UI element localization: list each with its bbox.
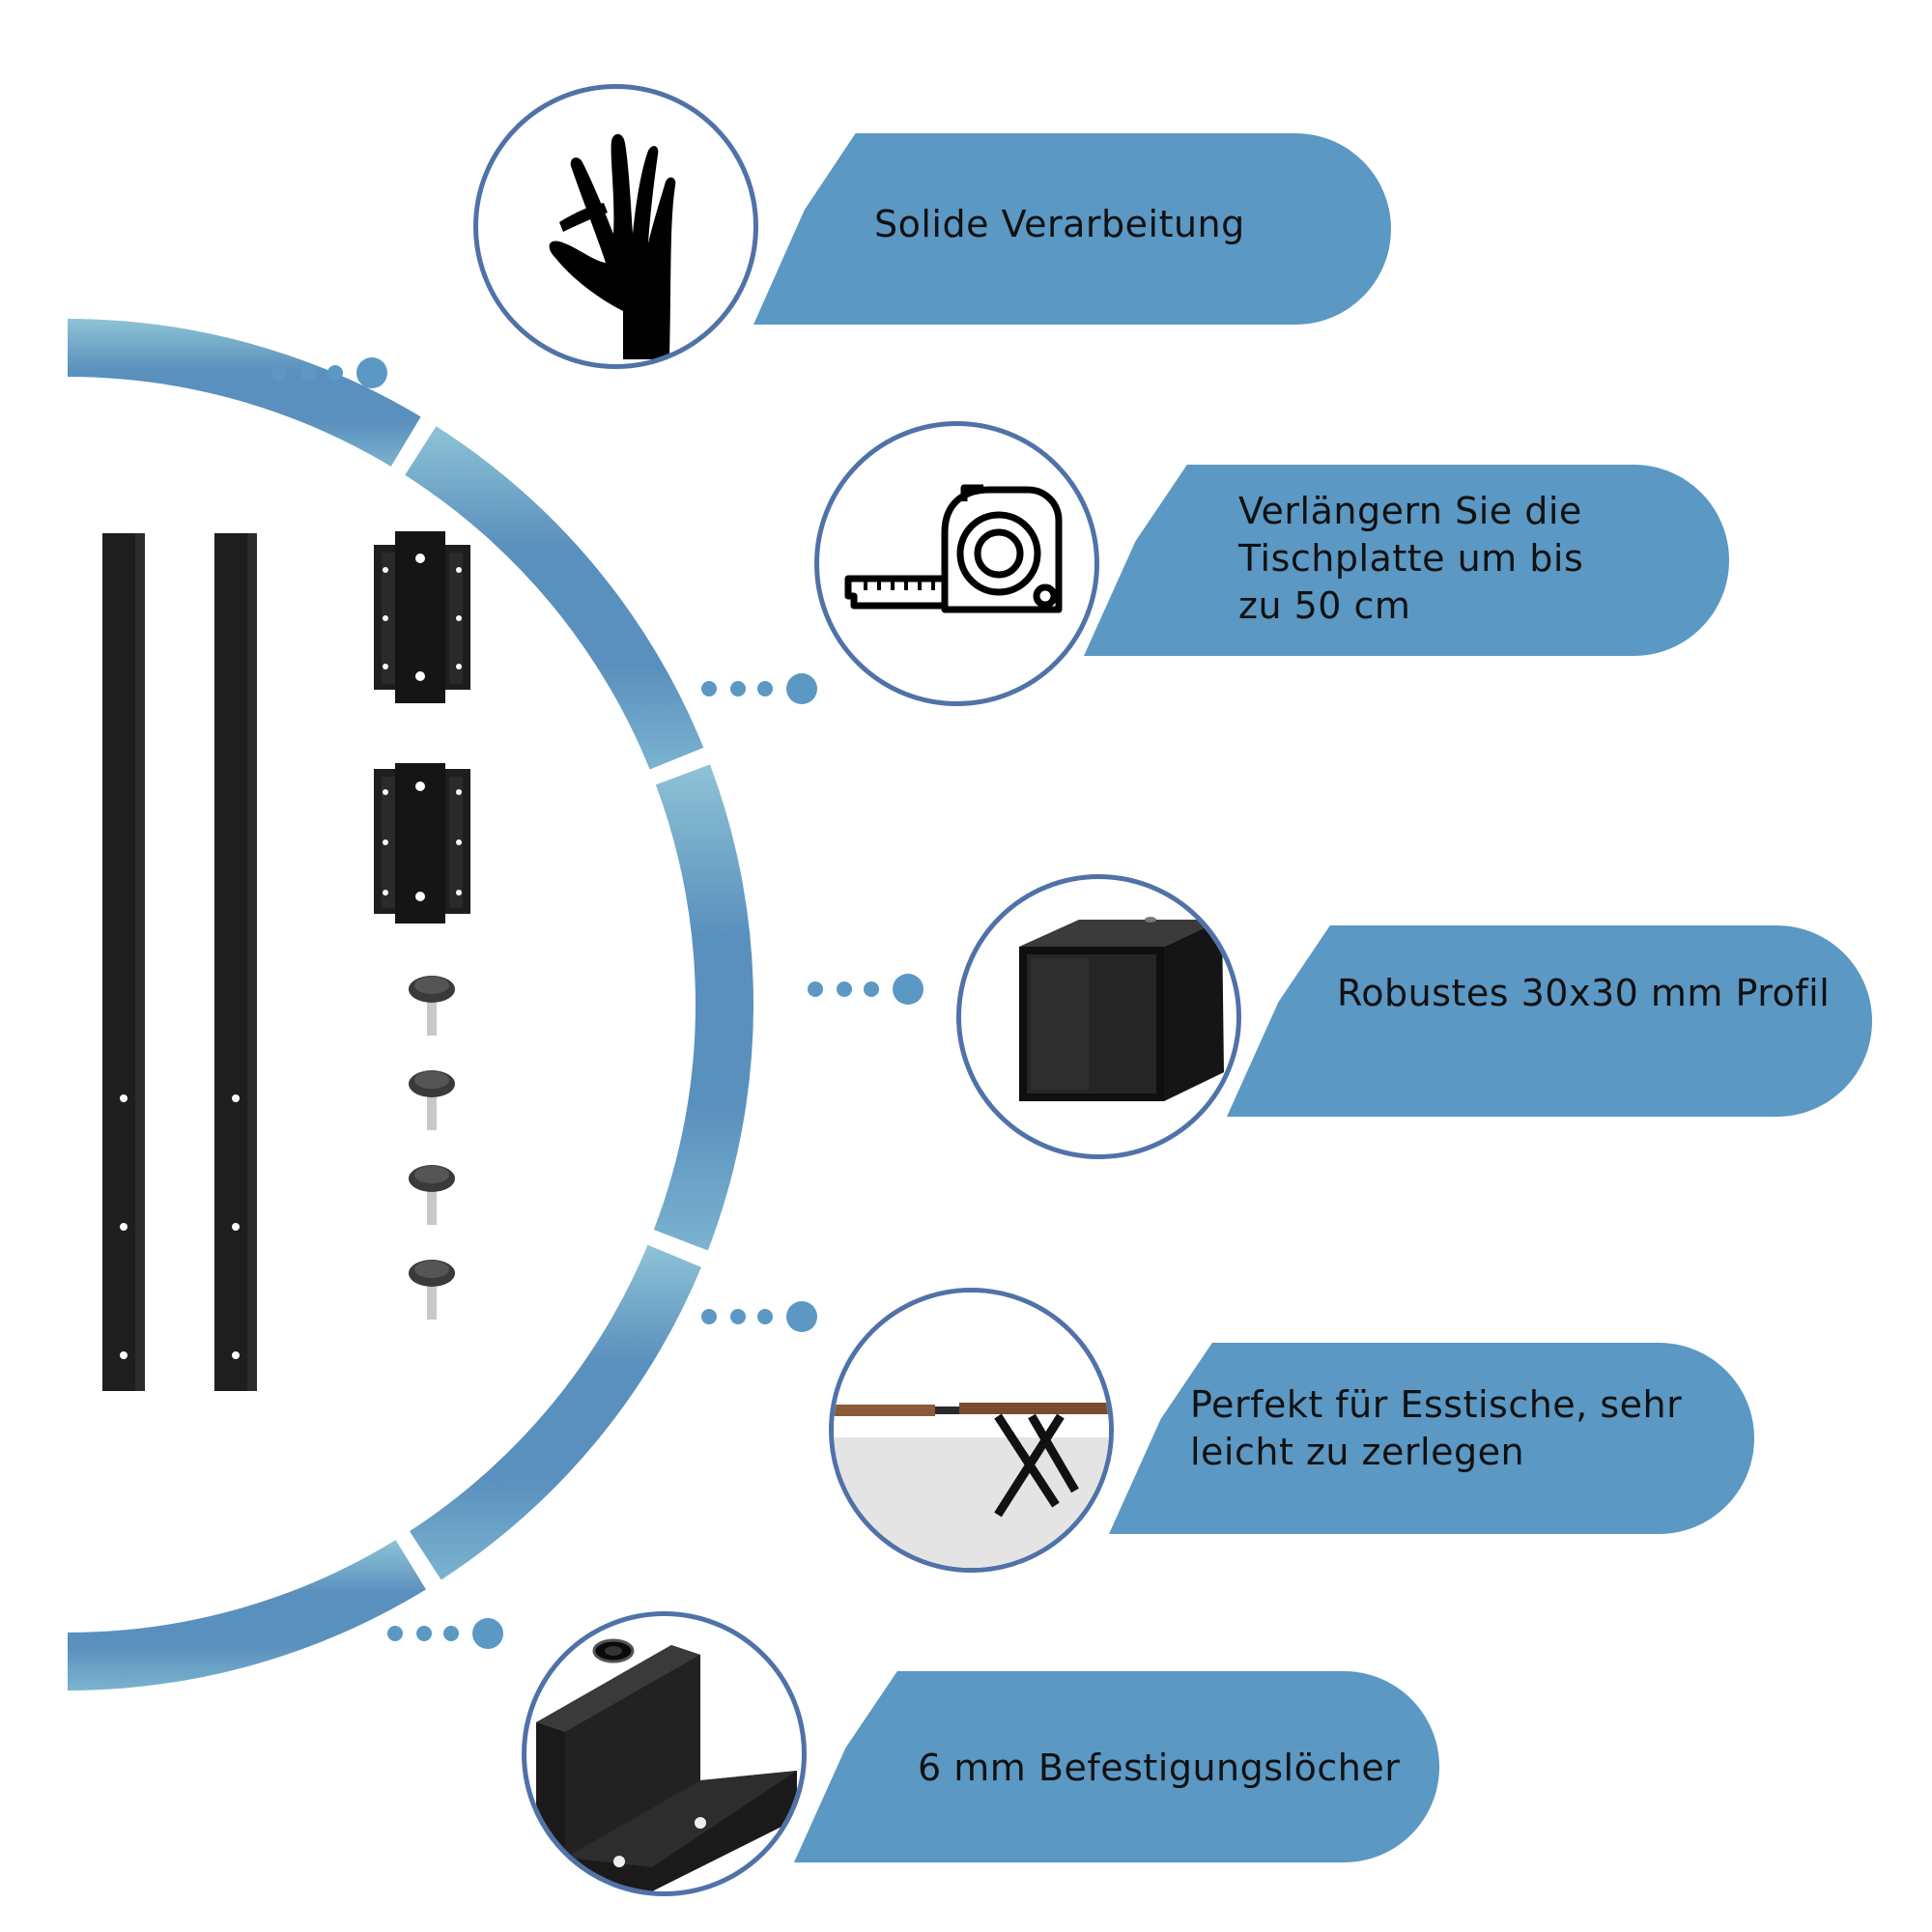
connector-dot (300, 365, 316, 381)
hand-icon (473, 84, 758, 369)
feature-label-profile: Robustes 30x30 mm Profil (1337, 972, 1831, 1014)
arc-segment-1 (68, 319, 421, 467)
connector-dot (701, 1309, 717, 1324)
rail-1 (102, 533, 145, 1391)
feature-pill-solid (753, 133, 1391, 325)
arc-segment-2 (405, 426, 704, 770)
connector-dot (416, 1626, 432, 1641)
connector-dot-large (786, 1301, 817, 1332)
feature-pill-profile (1227, 925, 1872, 1117)
connector-dot (837, 981, 852, 997)
square-tube-icon (956, 874, 1241, 1159)
star-knob (409, 1260, 455, 1320)
connector-plate-1 (374, 531, 470, 703)
connector-dots (271, 357, 923, 1649)
feature-pill-extend (1084, 465, 1729, 656)
dining-table-icon (829, 1288, 1114, 1573)
star-knob (409, 976, 455, 1036)
star-knob (409, 1165, 455, 1225)
connector-dot-large (786, 673, 817, 704)
rail-hole (120, 1351, 128, 1359)
rail-2 (214, 533, 257, 1391)
feature-label-solid: Solide Verarbeitung (874, 203, 1245, 245)
feature-label-holes: 6 mm Befestigungslöcher (918, 1747, 1401, 1789)
tape-measure-icon (814, 421, 1099, 706)
rail-hole (232, 1223, 240, 1231)
arc-segment-3 (653, 764, 753, 1251)
product-parts (102, 531, 470, 1391)
connector-dot (730, 681, 746, 696)
connector-dot (271, 365, 287, 381)
connector-dot-large (893, 974, 923, 1005)
feature-label-dining: Perfekt für Esstische, sehr leicht zu ze… (1190, 1383, 1683, 1473)
connector-dot (757, 1309, 773, 1324)
connector-dot (864, 981, 879, 997)
connector-dot (327, 365, 343, 381)
feature-pill-holes (794, 1671, 1439, 1862)
feature-label-extend: Verlängern Sie die Tischplatte um bis zu… (1238, 490, 1584, 627)
rail-hole (232, 1094, 240, 1102)
connector-dot (730, 1309, 746, 1324)
rail-hole (232, 1351, 240, 1359)
mounting-bracket-icon (522, 1611, 807, 1896)
connector-dot (808, 981, 823, 997)
connector-dot (443, 1626, 459, 1641)
connector-dot (387, 1626, 403, 1641)
arc-segments (68, 319, 753, 1690)
star-knob (409, 1070, 455, 1130)
feature-pill-dining (1109, 1343, 1754, 1534)
connector-dot-large (472, 1618, 503, 1649)
arc-segment-4 (410, 1244, 701, 1580)
arc-segment-5 (68, 1540, 426, 1690)
rail-hole (120, 1094, 128, 1102)
connector-dot-large (356, 357, 387, 388)
connector-dot (701, 681, 717, 696)
connector-plate-2 (374, 763, 470, 923)
connector-dot (757, 681, 773, 696)
rail-hole (120, 1223, 128, 1231)
